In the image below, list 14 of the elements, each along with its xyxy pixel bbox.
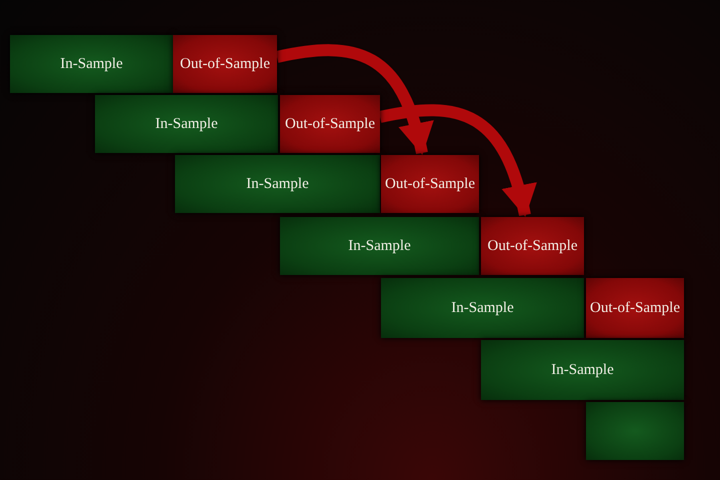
in-sample-block: In-Sample [381, 278, 584, 338]
curved-arrow [276, 44, 433, 155]
out-of-sample-block: Out-of-Sample [586, 278, 684, 338]
in-sample-block: In-Sample [10, 35, 173, 93]
out-of-sample-block: Out-of-Sample [173, 35, 277, 93]
in-sample-block: In-Sample [481, 340, 684, 400]
empty-block [586, 402, 684, 460]
out-of-sample-block: Out-of-Sample [381, 155, 479, 213]
in-sample-block: In-Sample [175, 155, 380, 213]
out-of-sample-block: Out-of-Sample [481, 217, 584, 275]
in-sample-block: In-Sample [95, 95, 278, 153]
curved-arrow [378, 104, 536, 217]
out-of-sample-block: Out-of-Sample [280, 95, 380, 153]
in-sample-block: In-Sample [280, 217, 479, 275]
